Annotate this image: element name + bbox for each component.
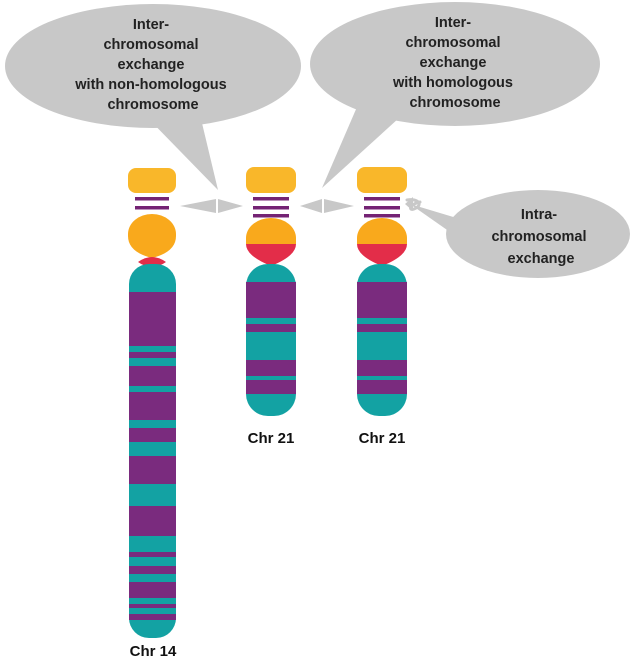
chr21a-centromere <box>246 244 296 266</box>
chr21b-stalk-band <box>364 197 400 201</box>
chromosome-21-b <box>357 167 407 416</box>
chr21b-band <box>357 282 407 318</box>
exchange-arrows <box>180 197 422 213</box>
chr21b-band <box>357 380 407 394</box>
chr14-bands <box>129 292 176 620</box>
chr21a-stalk-band <box>253 214 289 218</box>
chr14-band <box>129 366 176 386</box>
chromosome-14 <box>128 168 176 638</box>
chr14-band <box>129 566 176 574</box>
chr21a-band <box>246 282 296 318</box>
chr21b-band <box>357 324 407 332</box>
chr14-band <box>129 352 176 358</box>
bubble-homologous: Inter- chromosomal exchange with homolog… <box>310 2 600 188</box>
chr14-band <box>129 292 176 346</box>
bubble-intra: Intra- chromosomal exchange <box>410 190 630 278</box>
chr21a-bands <box>246 282 296 394</box>
chr21a-satellite <box>246 167 296 193</box>
chr14-short-arm <box>128 214 176 258</box>
chr14-band <box>129 604 176 608</box>
chr21b-short-arm <box>357 218 407 244</box>
chr14-stalk-band <box>135 197 169 201</box>
chr21a-label: Chr 21 <box>248 430 295 447</box>
chr14-label: Chr 14 <box>130 643 177 660</box>
chr14-band <box>129 428 176 442</box>
chr21b-bands <box>357 282 407 394</box>
double-arrow-icon <box>180 199 216 213</box>
chr21a-stalk-band <box>253 197 289 201</box>
chr21a-band <box>246 380 296 394</box>
chr21b-stalk-band <box>364 214 400 218</box>
double-arrow-icon <box>218 199 243 213</box>
chr21a-band <box>246 324 296 332</box>
curved-arrow-icon <box>405 197 413 211</box>
bubble-homologous-tail <box>322 100 410 188</box>
chr21b-satellite <box>357 167 407 193</box>
chr21b-band <box>357 360 407 376</box>
chr21a-band <box>246 360 296 376</box>
bubble-non-homologous-text: Inter- chromosomal exchange with non-hom… <box>74 17 230 113</box>
curved-arrow-icon <box>405 198 422 211</box>
chr14-band <box>129 392 176 420</box>
chr21a-stalk-band <box>253 206 289 210</box>
chr21b-stalk-band <box>364 206 400 210</box>
bubble-intra-shape <box>446 190 630 278</box>
chromosome-21-a <box>246 167 296 416</box>
chr14-stalk-band <box>135 206 169 210</box>
chr14-band <box>129 506 176 536</box>
chr14-band <box>129 614 176 620</box>
bubble-non-homologous-shape <box>5 4 301 128</box>
double-arrow-icon <box>300 199 322 213</box>
chr14-satellite <box>128 168 176 193</box>
chr21b-label: Chr 21 <box>359 430 406 447</box>
chr21a-short-arm <box>246 218 296 244</box>
chr14-band <box>129 582 176 598</box>
double-arrow-icon <box>324 199 354 213</box>
chr21b-centromere <box>357 244 407 266</box>
bubble-non-homologous: Inter- chromosomal exchange with non-hom… <box>5 4 301 190</box>
chr14-band <box>129 552 176 557</box>
chr14-band <box>129 456 176 484</box>
bubble-homologous-text: Inter- chromosomal exchange with homolog… <box>392 15 517 111</box>
bubble-intra-text: Intra- chromosomal exchange <box>491 207 590 267</box>
bubble-homologous-shape <box>310 2 600 126</box>
